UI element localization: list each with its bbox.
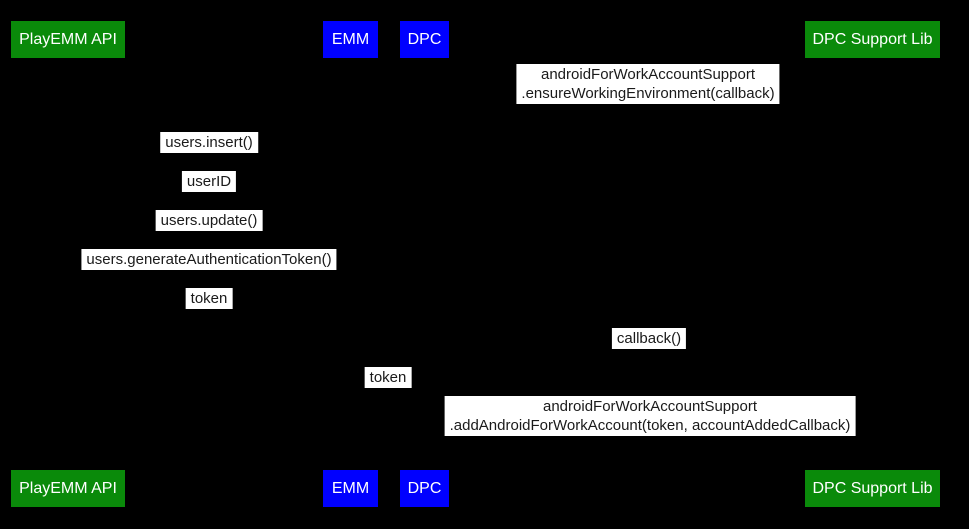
message-line: .addAndroidForWorkAccount(token, account… (449, 417, 851, 434)
message-add-android-for-work-account: androidForWorkAccountSupport .addAndroid… (444, 396, 856, 436)
message-line: androidForWorkAccountSupport (543, 398, 757, 415)
actor-playemm-api-top: PlayEMM API (11, 21, 125, 58)
message-users-update: users.update() (155, 210, 263, 231)
actor-playemm-api-bottom: PlayEMM API (11, 470, 125, 507)
actor-dpc-support-lib-bottom: DPC Support Lib (805, 470, 940, 507)
actor-emm-bottom: EMM (323, 470, 378, 507)
message-user-id: userID (181, 171, 237, 192)
message-callback: callback() (611, 328, 687, 349)
message-users-insert: users.insert() (160, 132, 258, 153)
message-ensure-working-environment: androidForWorkAccountSupport .ensureWork… (516, 64, 780, 104)
actor-dpc-support-lib-top: DPC Support Lib (805, 21, 940, 58)
actor-dpc-bottom: DPC (400, 470, 449, 507)
actor-emm-top: EMM (323, 21, 378, 58)
message-users-generate-authentication-token: users.generateAuthenticationToken() (81, 249, 337, 270)
message-token-to-emm: token (185, 288, 233, 309)
message-token-to-dpc: token (364, 367, 412, 388)
message-line: androidForWorkAccountSupport (540, 66, 755, 83)
actor-dpc-top: DPC (400, 21, 449, 58)
message-line: .ensureWorkingEnvironment(callback) (521, 85, 775, 102)
